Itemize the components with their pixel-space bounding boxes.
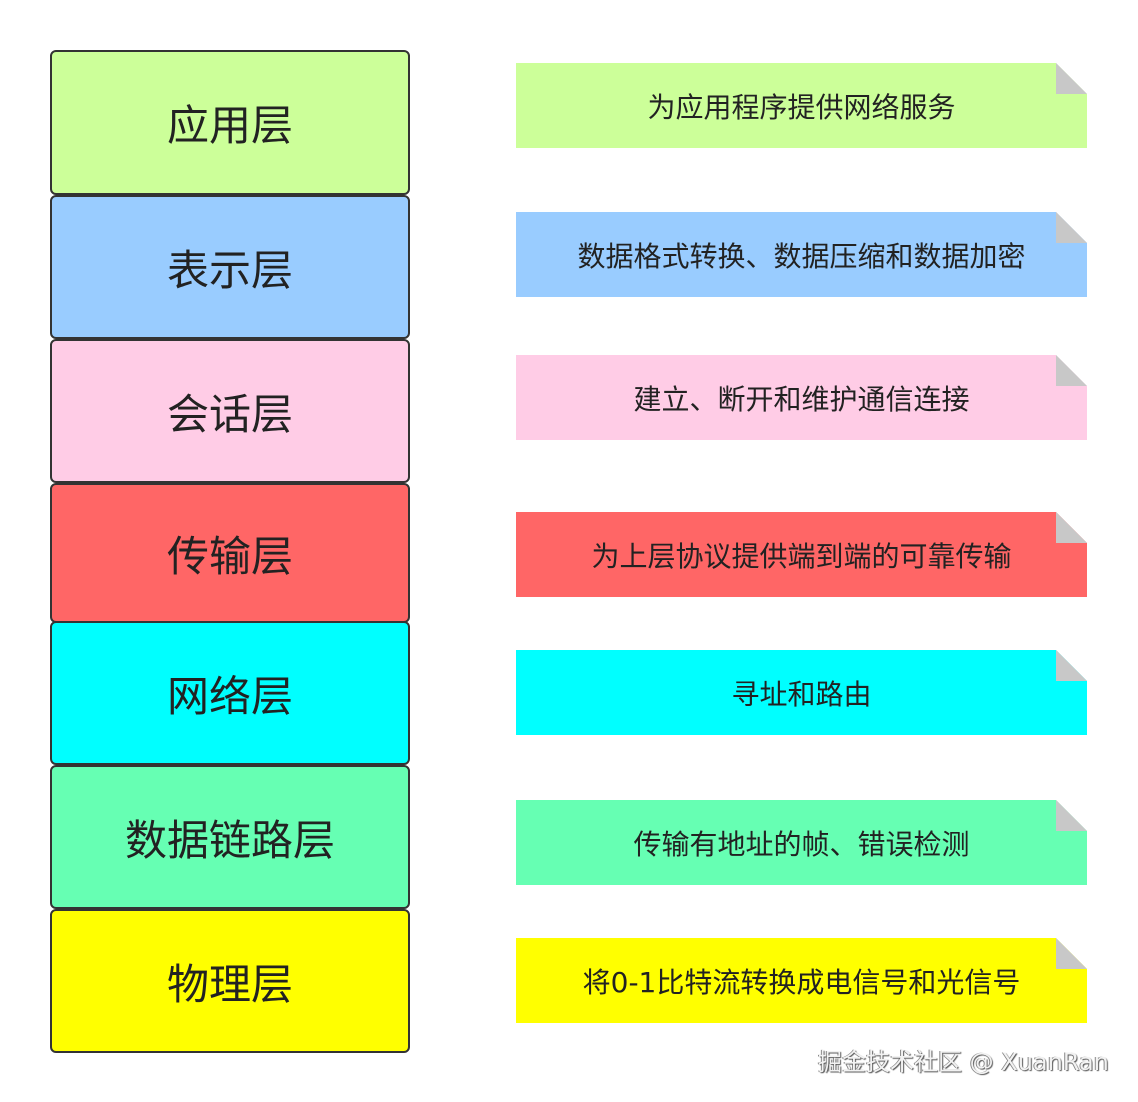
layer-box: 表示层 [50, 195, 410, 339]
page-fold-corner [1056, 650, 1087, 681]
page-fold-corner [1056, 355, 1087, 386]
watermark: 掘金技术社区 @ XuanRan [818, 1048, 1109, 1076]
layer-box: 网络层 [50, 621, 410, 765]
page-fold-corner [1056, 512, 1087, 543]
layer-description-note: 将0-1比特流转换成电信号和光信号 [516, 938, 1087, 1023]
page-fold-corner [1056, 938, 1087, 969]
layer-box: 会话层 [50, 339, 410, 483]
layer-description-note: 数据格式转换、数据压缩和数据加密 [516, 212, 1087, 297]
layer-description-note: 传输有地址的帧、错误检测 [516, 800, 1087, 885]
layer-box: 应用层 [50, 50, 410, 195]
page-fold-corner [1056, 212, 1087, 243]
layer-description-note: 寻址和路由 [516, 650, 1087, 735]
page-fold-corner [1056, 800, 1087, 831]
page-fold-corner [1056, 63, 1087, 94]
layer-box: 物理层 [50, 909, 410, 1053]
layer-description-note: 为应用程序提供网络服务 [516, 63, 1087, 148]
layer-description-note: 建立、断开和维护通信连接 [516, 355, 1087, 440]
layer-box: 数据链路层 [50, 765, 410, 909]
layer-box: 传输层 [50, 483, 410, 623]
layer-description-note: 为上层协议提供端到端的可靠传输 [516, 512, 1087, 597]
